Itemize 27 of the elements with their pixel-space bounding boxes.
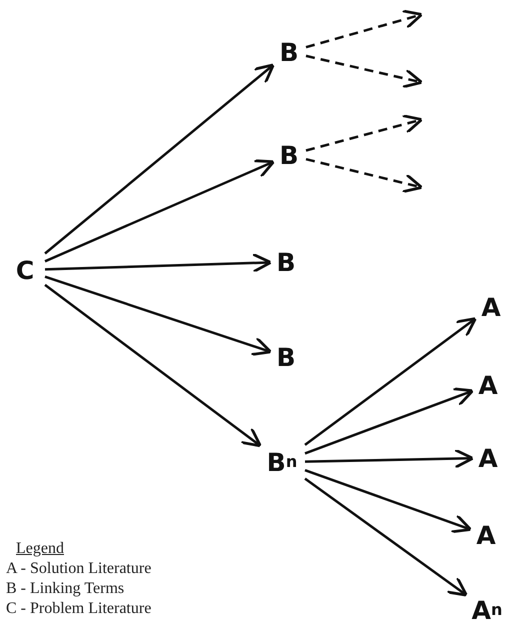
dashed-arrow	[306, 158, 424, 194]
arrow	[44, 63, 275, 254]
legend-heading: Legend	[16, 540, 64, 558]
dashed-arrow	[306, 114, 424, 152]
term-label: A	[474, 368, 502, 402]
arrow	[304, 448, 474, 469]
term-label: C	[8, 252, 42, 288]
legend-entry: C - Problem Literature	[6, 600, 152, 618]
term-label: A	[477, 290, 505, 324]
dashed-arrow	[306, 54, 424, 88]
arrow	[44, 252, 272, 274]
term-label: A	[474, 441, 502, 475]
term-label: B	[272, 340, 300, 374]
arrow	[44, 276, 272, 356]
arrow	[44, 284, 262, 448]
legend-entry: A - Solution Literature	[6, 560, 152, 578]
arrow	[304, 317, 477, 446]
term-label: A	[472, 518, 500, 552]
arrow	[44, 159, 275, 262]
term-label: B	[275, 138, 303, 172]
arrow	[304, 387, 474, 455]
term-label: B	[272, 245, 300, 279]
arrow	[304, 478, 468, 597]
arrow	[304, 469, 472, 534]
legend-entry: B - Linking Terms	[6, 580, 124, 598]
term-label: B	[275, 35, 303, 69]
dashed-arrow	[306, 9, 424, 48]
